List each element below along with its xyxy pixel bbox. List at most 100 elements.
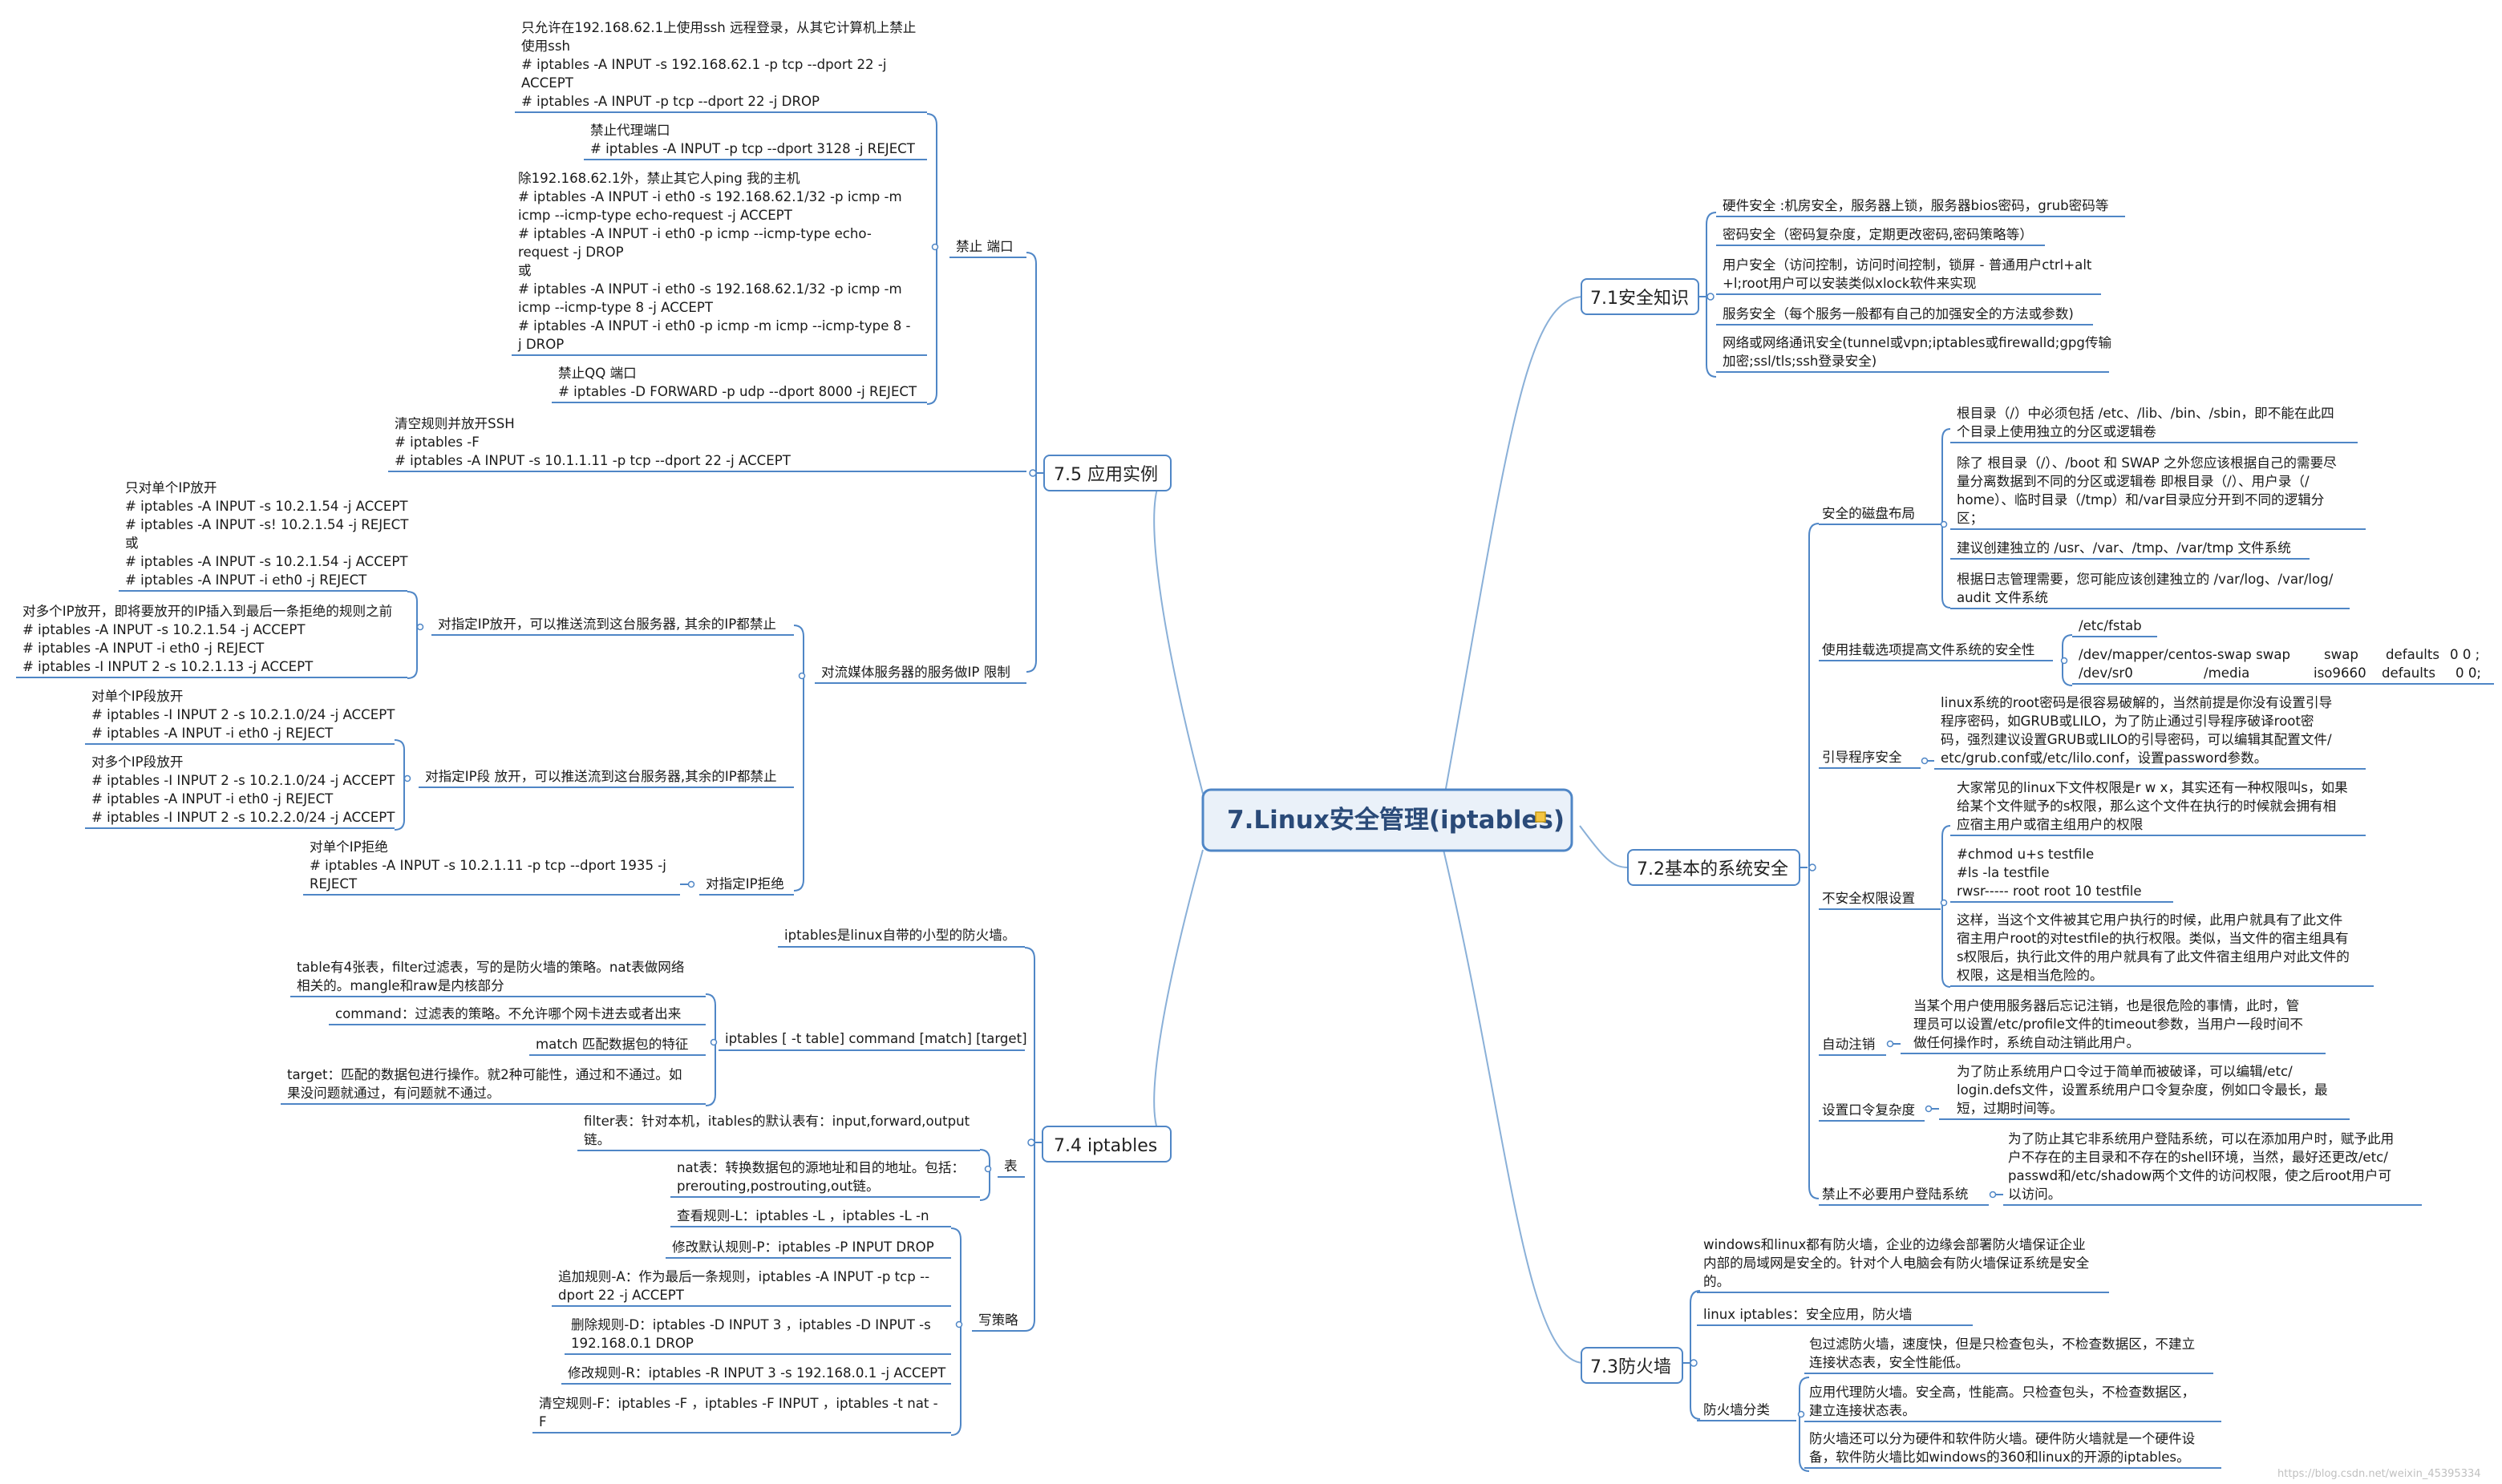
svg-text:禁止代理端口: 禁止代理端口 xyxy=(590,123,670,138)
svg-text:filter表：针对本机，itables的默认表有：inpu: filter表：针对本机，itables的默认表有：input,forward,… xyxy=(584,1114,970,1129)
svg-text:修改默认规则-P：iptables -P INPUT DRO: 修改默认规则-P：iptables -P INPUT DROP xyxy=(672,1239,934,1255)
node-boot-security: 引导程序安全 xyxy=(1822,750,1902,765)
leaf-user-1: 用户安全（访问控制，访问时间控制，锁屏 - 普通用户ctrl+alt xyxy=(1723,257,2092,273)
svg-text:这样，当这个文件被其它用户执行的时候，此用户就具有了此文件: 这样，当这个文件被其它用户执行的时候，此用户就具有了此文件 xyxy=(1957,912,2342,928)
svg-text:只对单个IP放开: 只对单个IP放开 xyxy=(125,480,217,495)
svg-text:# iptables -I INPUT 2 -s 10.2.: # iptables -I INPUT 2 -s 10.2.1.0/24 -j … xyxy=(91,707,395,722)
node-allow-ip-segment: 对指定IP段 放开，可以推送流到这台服务器,其余的IP都禁止 xyxy=(425,769,777,784)
svg-text:iso9660: iso9660 xyxy=(2314,665,2366,681)
svg-text:# iptables -A INPUT -p tcp --d: # iptables -A INPUT -p tcp --dport 3128 … xyxy=(590,141,916,156)
svg-text:或: 或 xyxy=(518,263,532,278)
svg-text:大家常见的linux下文件权限是r w x，其实还有一种权限: 大家常见的linux下文件权限是r w x，其实还有一种权限叫s，如果 xyxy=(1957,780,2348,795)
svg-text:192.168.0.1 DROP: 192.168.0.1 DROP xyxy=(571,1336,694,1351)
svg-text:ACCEPT: ACCEPT xyxy=(521,75,574,91)
svg-text:理员可以设置/etc/profile文件的timeout参数: 理员可以设置/etc/profile文件的timeout参数，当用户一段时间不 xyxy=(1913,1017,2303,1032)
branch-72[interactable]: 7.2基本的系统安全 xyxy=(1627,849,1800,886)
svg-text:defaults: defaults xyxy=(2382,665,2435,681)
section-72: 安全的磁盘布局 根目录（/）中必须包括 /etc、/lib、/bin、/sbin… xyxy=(1800,406,2494,1206)
svg-text:个目录上使用独立的分区或逻辑卷: 个目录上使用独立的分区或逻辑卷 xyxy=(1957,424,2156,439)
svg-text:0 0 ;: 0 0 ; xyxy=(2450,647,2480,662)
svg-text:7.5 应用实例: 7.5 应用实例 xyxy=(1054,465,1158,485)
svg-text:#chmod u+s testfile: #chmod u+s testfile xyxy=(1957,847,2094,862)
svg-text:table有4张表，filter过滤表，写的是防火墙的策略。: table有4张表，filter过滤表，写的是防火墙的策略。nat表做网络 xyxy=(297,960,684,975)
svg-text:# iptables -A INPUT -i eth0 -j: # iptables -A INPUT -i eth0 -j REJECT xyxy=(125,572,367,588)
svg-text:对多个IP段放开: 对多个IP段放开 xyxy=(91,754,183,770)
branch-75[interactable]: 7.5 应用实例 xyxy=(1043,455,1172,491)
section-74: iptables是linux自带的小型的防火墙。 iptables [ -t t… xyxy=(281,928,1042,1436)
svg-text:j DROP: j DROP xyxy=(517,337,564,352)
svg-text:# iptables -A INPUT -s 192.168: # iptables -A INPUT -s 192.168.62.1 -p t… xyxy=(521,57,886,72)
svg-text:建立连接状态表。: 建立连接状态表。 xyxy=(1809,1403,1916,1418)
svg-text:request -j DROP: request -j DROP xyxy=(518,245,624,260)
node-tables: 表 xyxy=(1004,1158,1018,1174)
svg-text:码，强烈建议设置GRUB或LILO的引导密码，可以编辑其配置: 码，强烈建议设置GRUB或LILO的引导密码，可以编辑其配置文件/ xyxy=(1941,732,2332,747)
svg-text:# iptables -A INPUT -i eth0 -s: # iptables -A INPUT -i eth0 -s 192.168.6… xyxy=(518,189,902,204)
svg-text:login.defs文件，设置系统用户口令复杂度，例如口令最: login.defs文件，设置系统用户口令复杂度，例如口令最长，最 xyxy=(1957,1082,2328,1098)
svg-text:程序密码，如GRUB或LILO，为了防止通过引导程序破译ro: 程序密码，如GRUB或LILO，为了防止通过引导程序破译root密 xyxy=(1941,714,2314,729)
svg-text:内部的局域网是安全的。针对个人电脑会有防火墙保证系统是安全: 内部的局域网是安全的。针对个人电脑会有防火墙保证系统是安全 xyxy=(1703,1256,2090,1271)
root-node[interactable]: 7.Linux安全管理(iptables) xyxy=(1201,788,1573,852)
svg-text:追加规则-A：作为最后一条规则，iptables -A IN: 追加规则-A：作为最后一条规则，iptables -A INPUT -p tcp… xyxy=(558,1269,929,1284)
section-75: 禁止 端口 只允许在192.168.62.1上使用ssh 远程登录，从其它计算机… xyxy=(16,20,1044,896)
svg-text:除了 根目录（/）、/boot 和 SWAP 之外您应该根据: 除了 根目录（/）、/boot 和 SWAP 之外您应该根据自己的需要尽 xyxy=(1957,455,2337,471)
svg-text:应用代理防火墙。安全高，性能高。只检查包头，不检查数据区，: 应用代理防火墙。安全高，性能高。只检查包头，不检查数据区， xyxy=(1809,1385,2195,1400)
svg-text:linux系统的root密码是很容易破解的，当然前提是你没有: linux系统的root密码是很容易破解的，当然前提是你没有设置引导 xyxy=(1941,695,2332,710)
svg-text:dport 22 -j ACCEPT: dport 22 -j ACCEPT xyxy=(558,1288,685,1303)
svg-text:/dev/sr0: /dev/sr0 xyxy=(2079,665,2133,681)
svg-text:audit 文件系统: audit 文件系统 xyxy=(1957,590,2048,605)
note-icon[interactable] xyxy=(1535,811,1546,823)
node-block-ports: 禁止 端口 xyxy=(956,239,1014,254)
svg-text:对多个IP放开，即将要放开的IP插入到最后一条拒绝的规则之前: 对多个IP放开，即将要放开的IP插入到最后一条拒绝的规则之前 xyxy=(22,604,392,619)
leaf-service: 服务安全（每个服务一般都有自己的加强安全的方法或参数) xyxy=(1723,306,2074,321)
node-media-server: 对流媒体服务器的服务做IP 限制 xyxy=(821,665,1010,680)
node-iptables-syntax: iptables [ -t table] command [match] [ta… xyxy=(725,1031,1027,1046)
svg-text:备，软件防火墙比如windows的360和linux的开源的: 备，软件防火墙比如windows的360和linux的开源的iptables。 xyxy=(1809,1450,2190,1465)
branch-73[interactable]: 7.3防火墙 xyxy=(1581,1347,1683,1384)
svg-text:rwsr----- root root 10 testfil: rwsr----- root root 10 testfile xyxy=(1957,884,2142,899)
svg-text:量分离数据到不同的分区或逻辑卷 即根目录（/）、用户录（/: 量分离数据到不同的分区或逻辑卷 即根目录（/）、用户录（/ xyxy=(1957,474,2310,489)
svg-text:查看规则-L：iptables -L ，iptables -: 查看规则-L：iptables -L ，iptables -L -n xyxy=(677,1208,929,1223)
svg-text:windows和linux都有防火墙，企业的边缘会部署防火墙: windows和linux都有防火墙，企业的边缘会部署防火墙保证企业 xyxy=(1703,1237,2086,1252)
node-password-complexity: 设置口令复杂度 xyxy=(1822,1102,1915,1118)
svg-text:宿主用户root的对testfile的执行权限。类似，当文件: 宿主用户root的对testfile的执行权限。类似，当文件的宿主组具有 xyxy=(1957,931,2349,946)
svg-text:nat表：转换数据包的源地址和目的地址。包括：: nat表：转换数据包的源地址和目的地址。包括： xyxy=(677,1160,965,1175)
node-deny-ip: 对指定IP拒绝 xyxy=(706,876,784,892)
svg-text:/etc/fstab: /etc/fstab xyxy=(2079,618,2142,633)
svg-text:果没问题就通过，有问题就不通过。: 果没问题就通过，有问题就不通过。 xyxy=(287,1086,500,1101)
svg-text:# iptables -D FORWARD -p udp -: # iptables -D FORWARD -p udp --dport 800… xyxy=(558,384,917,399)
leaf-hardware: 硬件安全 :机房安全，服务器上锁，服务器bios密码，grub密码等 xyxy=(1723,198,2108,213)
svg-text:除192.168.62.1外，禁止其它人ping 我的主机: 除192.168.62.1外，禁止其它人ping 我的主机 xyxy=(518,171,800,186)
branch-71[interactable]: 7.1安全知识 xyxy=(1581,278,1699,315)
svg-text:# iptables -A INPUT -s 10.1.1.: # iptables -A INPUT -s 10.1.1.11 -p tcp … xyxy=(395,453,791,468)
svg-text:建议创建独立的 /usr、/var、/tmp、/var/tm: 建议创建独立的 /usr、/var、/tmp、/var/tmp 文件系统 xyxy=(1957,540,2291,556)
node-linux-iptables: linux iptables：安全应用，防火墙 xyxy=(1703,1307,1913,1322)
node-unsafe-permissions: 不安全权限设置 xyxy=(1822,891,1915,906)
svg-text:清空规则-F：iptables -F ，iptables -: 清空规则-F：iptables -F ，iptables -F INPUT ，i… xyxy=(539,1396,938,1411)
svg-text:以访问。: 以访问。 xyxy=(2008,1187,2061,1202)
node-mount-options: 使用挂载选项提高文件系统的安全性 xyxy=(1822,642,2035,657)
svg-text:给某个文件赋予的s权限，那么这个文件在执行的时候就会拥有相: 给某个文件赋予的s权限，那么这个文件在执行的时候就会拥有相 xyxy=(1957,799,2336,814)
svg-text:swap: swap xyxy=(2324,647,2358,662)
svg-text:command：过滤表的策略。不允许哪个网卡进去或者出来: command：过滤表的策略。不允许哪个网卡进去或者出来 xyxy=(335,1006,682,1021)
branch-74[interactable]: 7.4 iptables xyxy=(1042,1126,1172,1163)
svg-text:defaults: defaults xyxy=(2386,647,2439,662)
svg-text:# iptables -A INPUT -s 10.2.1.: # iptables -A INPUT -s 10.2.1.11 -p tcp … xyxy=(310,858,666,873)
section-73: windows和linux都有防火墙，企业的边缘会部署防火墙保证企业 内部的局域… xyxy=(1682,1237,2221,1472)
svg-text:F: F xyxy=(539,1414,547,1429)
node-clear-rules: 清空规则并放开SSH xyxy=(395,416,515,431)
svg-text:etc/grub.conf或/etc/lilo.conf，设: etc/grub.conf或/etc/lilo.conf，设置password参… xyxy=(1941,750,2267,766)
svg-text:/media: /media xyxy=(2204,665,2249,681)
svg-text:0 0;: 0 0; xyxy=(2455,665,2481,681)
node-auto-logout: 自动注销 xyxy=(1822,1037,1875,1052)
svg-text:链。: 链。 xyxy=(584,1132,610,1147)
svg-text:做任何操作时，系统自动注销此用户。: 做任何操作时，系统自动注销此用户。 xyxy=(1913,1035,2140,1050)
svg-text:# iptables -A INPUT -s 10.2.1.: # iptables -A INPUT -s 10.2.1.54 -j ACCE… xyxy=(125,499,408,514)
svg-text:户不存在的主目录和不存在的shell环境，当然，最好还更改/: 户不存在的主目录和不存在的shell环境，当然，最好还更改/etc/ xyxy=(2008,1150,2388,1165)
svg-text:home）、临时目录（/tmp）和/var目录应分开到不同的: home）、临时目录（/tmp）和/var目录应分开到不同的逻辑分 xyxy=(1957,492,2324,507)
svg-text:# iptables -A INPUT -s 10.2.1.: # iptables -A INPUT -s 10.2.1.54 -j ACCE… xyxy=(22,622,306,637)
svg-text:相关的。mangle和raw是内核部分: 相关的。mangle和raw是内核部分 xyxy=(297,978,504,993)
svg-text:只允许在192.168.62.1上使用ssh 远程登录，从其: 只允许在192.168.62.1上使用ssh 远程登录，从其它计算机上禁止 xyxy=(521,20,916,35)
node-allow-ip: 对指定IP放开，可以推送流到这台服务器, 其余的IP都禁止 xyxy=(438,617,776,632)
svg-text:match 匹配数据包的特征: match 匹配数据包的特征 xyxy=(536,1037,689,1052)
